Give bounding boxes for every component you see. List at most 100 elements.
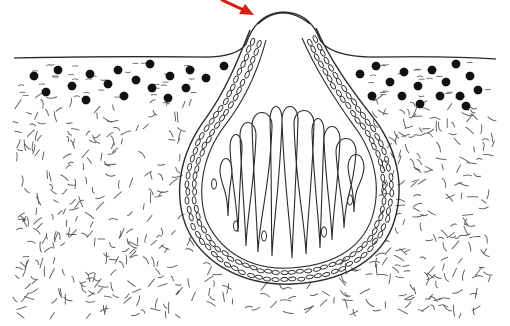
wall-cell — [353, 256, 361, 263]
filament-loop — [282, 107, 298, 259]
wall-cell — [380, 223, 386, 231]
wall-cell — [218, 114, 225, 122]
wall-cell — [313, 53, 320, 61]
wall-cell — [244, 71, 250, 79]
tissue-fiber — [400, 110, 405, 114]
wall-cell — [332, 71, 339, 79]
tissue-fiber — [30, 124, 36, 126]
tissue-fiber — [422, 129, 430, 130]
wall-cell — [257, 268, 265, 273]
wall-cell — [313, 267, 321, 272]
filament-loop — [294, 111, 314, 255]
tissue-fiber — [150, 173, 152, 180]
tissue-fiber — [461, 193, 462, 199]
wall-cell — [296, 269, 304, 274]
wall-cell — [246, 45, 252, 53]
tissue-fiber — [409, 135, 415, 138]
tissue-fiber — [158, 284, 167, 287]
wall-cell — [240, 60, 246, 68]
tissue-fiber — [414, 195, 421, 197]
wall-cell — [364, 129, 371, 137]
tissue-fiber — [129, 178, 132, 187]
wall-cell — [361, 241, 369, 249]
granule-dot — [456, 92, 465, 101]
wall-cell — [212, 110, 219, 118]
tissue-fiber — [378, 110, 388, 114]
tissue-fiber — [383, 91, 389, 92]
tissue-fiber — [483, 139, 489, 141]
tissue-fiber — [418, 310, 423, 311]
wall-cell — [354, 105, 361, 113]
tissue-fiber — [404, 271, 410, 272]
wall-cell — [378, 139, 384, 147]
tissue-fiber — [152, 257, 155, 266]
wall-cell — [335, 259, 343, 265]
tissue-fiber — [86, 79, 92, 80]
tissue-fiber — [111, 270, 117, 275]
wall-cell — [232, 93, 239, 101]
wall-cell — [195, 138, 202, 146]
granule-dot — [166, 72, 175, 81]
tissue-fiber — [310, 294, 318, 296]
tissue-fiber — [144, 204, 145, 210]
tissue-fiber — [86, 131, 90, 135]
tissue-fiber — [176, 285, 181, 286]
tissue-fiber — [436, 281, 438, 288]
tissue-fiber — [104, 296, 111, 297]
tissue-fiber — [488, 277, 490, 282]
tissue-fiber — [402, 265, 409, 266]
wall-cell — [247, 64, 253, 72]
wall-cell — [359, 111, 366, 119]
tissue-fiber — [50, 185, 53, 189]
tissue-fiber — [42, 152, 44, 160]
filament-loop — [240, 123, 256, 247]
tissue-fiber — [431, 305, 435, 310]
tissue-fiber — [223, 285, 232, 289]
wall-cell — [193, 188, 197, 195]
tissue-fiber — [143, 124, 148, 129]
tissue-fiber — [452, 123, 455, 127]
tissue-fiber — [125, 294, 129, 298]
tissue-fiber — [13, 297, 17, 302]
tissue-fiber — [208, 267, 212, 275]
tissue-fiber — [430, 118, 440, 120]
tissue-fiber — [370, 261, 380, 263]
tissue-fiber — [42, 235, 47, 243]
wall-cell — [226, 90, 233, 98]
tissue-fiber — [54, 200, 59, 202]
tissue-fiber — [58, 211, 62, 215]
tissue-fiber — [411, 182, 416, 187]
tissue-fiber — [66, 234, 76, 235]
tissue-fiber — [96, 202, 104, 210]
tissue-fiber — [444, 274, 448, 282]
tissue-fiber — [106, 253, 107, 264]
tissue-fiber — [88, 293, 94, 297]
tissue-fiber — [45, 248, 53, 252]
tissue-fiber — [460, 157, 469, 162]
tissue-fiber — [119, 262, 123, 268]
tissue-fiber — [396, 277, 404, 278]
tissue-fiber — [36, 260, 39, 265]
tissue-fiber — [68, 162, 73, 164]
wall-cell — [227, 101, 234, 109]
granule-dot — [386, 78, 395, 87]
tissue-fiber — [370, 75, 376, 76]
wall-cell — [306, 274, 314, 279]
tissue-fiber — [420, 223, 422, 230]
tissue-fiber — [74, 96, 80, 97]
inner-filaments — [212, 107, 365, 259]
tissue-fiber — [227, 284, 229, 294]
tissue-fiber — [210, 296, 215, 300]
tissue-fiber — [469, 236, 480, 237]
tissue-fiber — [34, 228, 41, 234]
tissue-fiber — [471, 110, 475, 113]
wall-cell — [316, 43, 323, 51]
tissue-fiber — [376, 264, 377, 274]
tissue-fiber — [50, 313, 54, 319]
tissue-fiber — [76, 216, 78, 221]
tissue-fiber — [107, 133, 113, 137]
wall-cell — [364, 118, 371, 126]
dome-cap — [258, 13, 310, 24]
wall-cell — [345, 101, 352, 109]
tissue-fiber — [149, 189, 153, 195]
